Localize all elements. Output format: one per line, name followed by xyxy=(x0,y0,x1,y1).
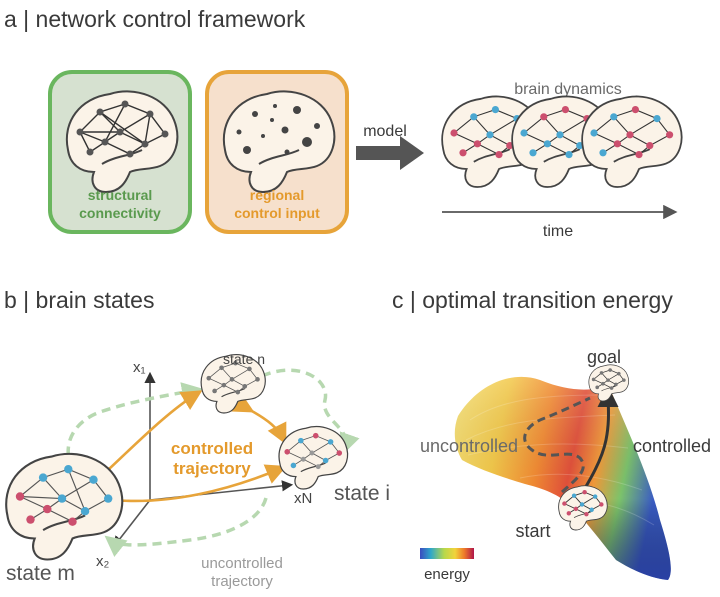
regional-label-2: control input xyxy=(234,205,320,221)
structural-connectivity-box: structural connectivity xyxy=(48,70,192,234)
controlled-trajectory-path xyxy=(89,390,287,510)
axis-xn-label: xN xyxy=(294,490,312,507)
brain-state-m-icon xyxy=(5,452,124,561)
controlled-trajectory-label-2: trajectory xyxy=(173,459,251,478)
panel-c-title: c | optimal transition energy xyxy=(392,287,673,313)
regional-label-1: regional xyxy=(250,187,304,203)
axis-x2-label: x₂ xyxy=(96,553,110,570)
controlled-label: controlled xyxy=(633,436,711,456)
goal-label: goal xyxy=(587,347,621,367)
start-label: start xyxy=(515,521,550,541)
brain-dynamics-label: brain dynamics xyxy=(514,81,622,98)
uncontrolled-label: uncontrolled xyxy=(420,436,518,456)
brain-regional-icon xyxy=(222,90,336,193)
controlled-energy-path xyxy=(576,386,619,501)
brain-structural-icon xyxy=(65,90,179,193)
model-label: model xyxy=(363,123,407,140)
state-i-label: state i xyxy=(334,482,390,505)
brain-dynamics-sequence xyxy=(441,95,683,188)
panel-b-title: b | brain states xyxy=(4,287,154,313)
energy-label: energy xyxy=(424,566,470,583)
panel-a-title: a | network control framework xyxy=(4,6,306,32)
controlled-trajectory-label-1: controlled xyxy=(171,439,253,458)
regional-control-box: regional control input xyxy=(205,70,349,234)
uncontrolled-trajectory-label-2: trajectory xyxy=(211,573,273,590)
state-n-label: state n xyxy=(223,351,265,367)
uncontrolled-trajectory-label-1: uncontrolled xyxy=(201,555,283,572)
time-label: time xyxy=(543,223,573,240)
brain-start-icon xyxy=(558,485,608,531)
model-arrow xyxy=(356,136,424,170)
structural-label-2: connectivity xyxy=(79,205,161,221)
brain-state-i-icon xyxy=(278,426,349,490)
brain-state-n-icon xyxy=(200,354,266,414)
structural-label-1: structural xyxy=(88,187,153,203)
energy-colorbar xyxy=(420,548,474,559)
brain-dynamics-icon-3 xyxy=(581,95,683,188)
uncontrolled-energy-path xyxy=(523,396,591,494)
brain-goal-icon xyxy=(588,364,630,402)
energy-landscape xyxy=(454,376,671,580)
axis-x1-label: x₁ xyxy=(133,359,146,376)
state-m-label: state m xyxy=(6,562,75,585)
